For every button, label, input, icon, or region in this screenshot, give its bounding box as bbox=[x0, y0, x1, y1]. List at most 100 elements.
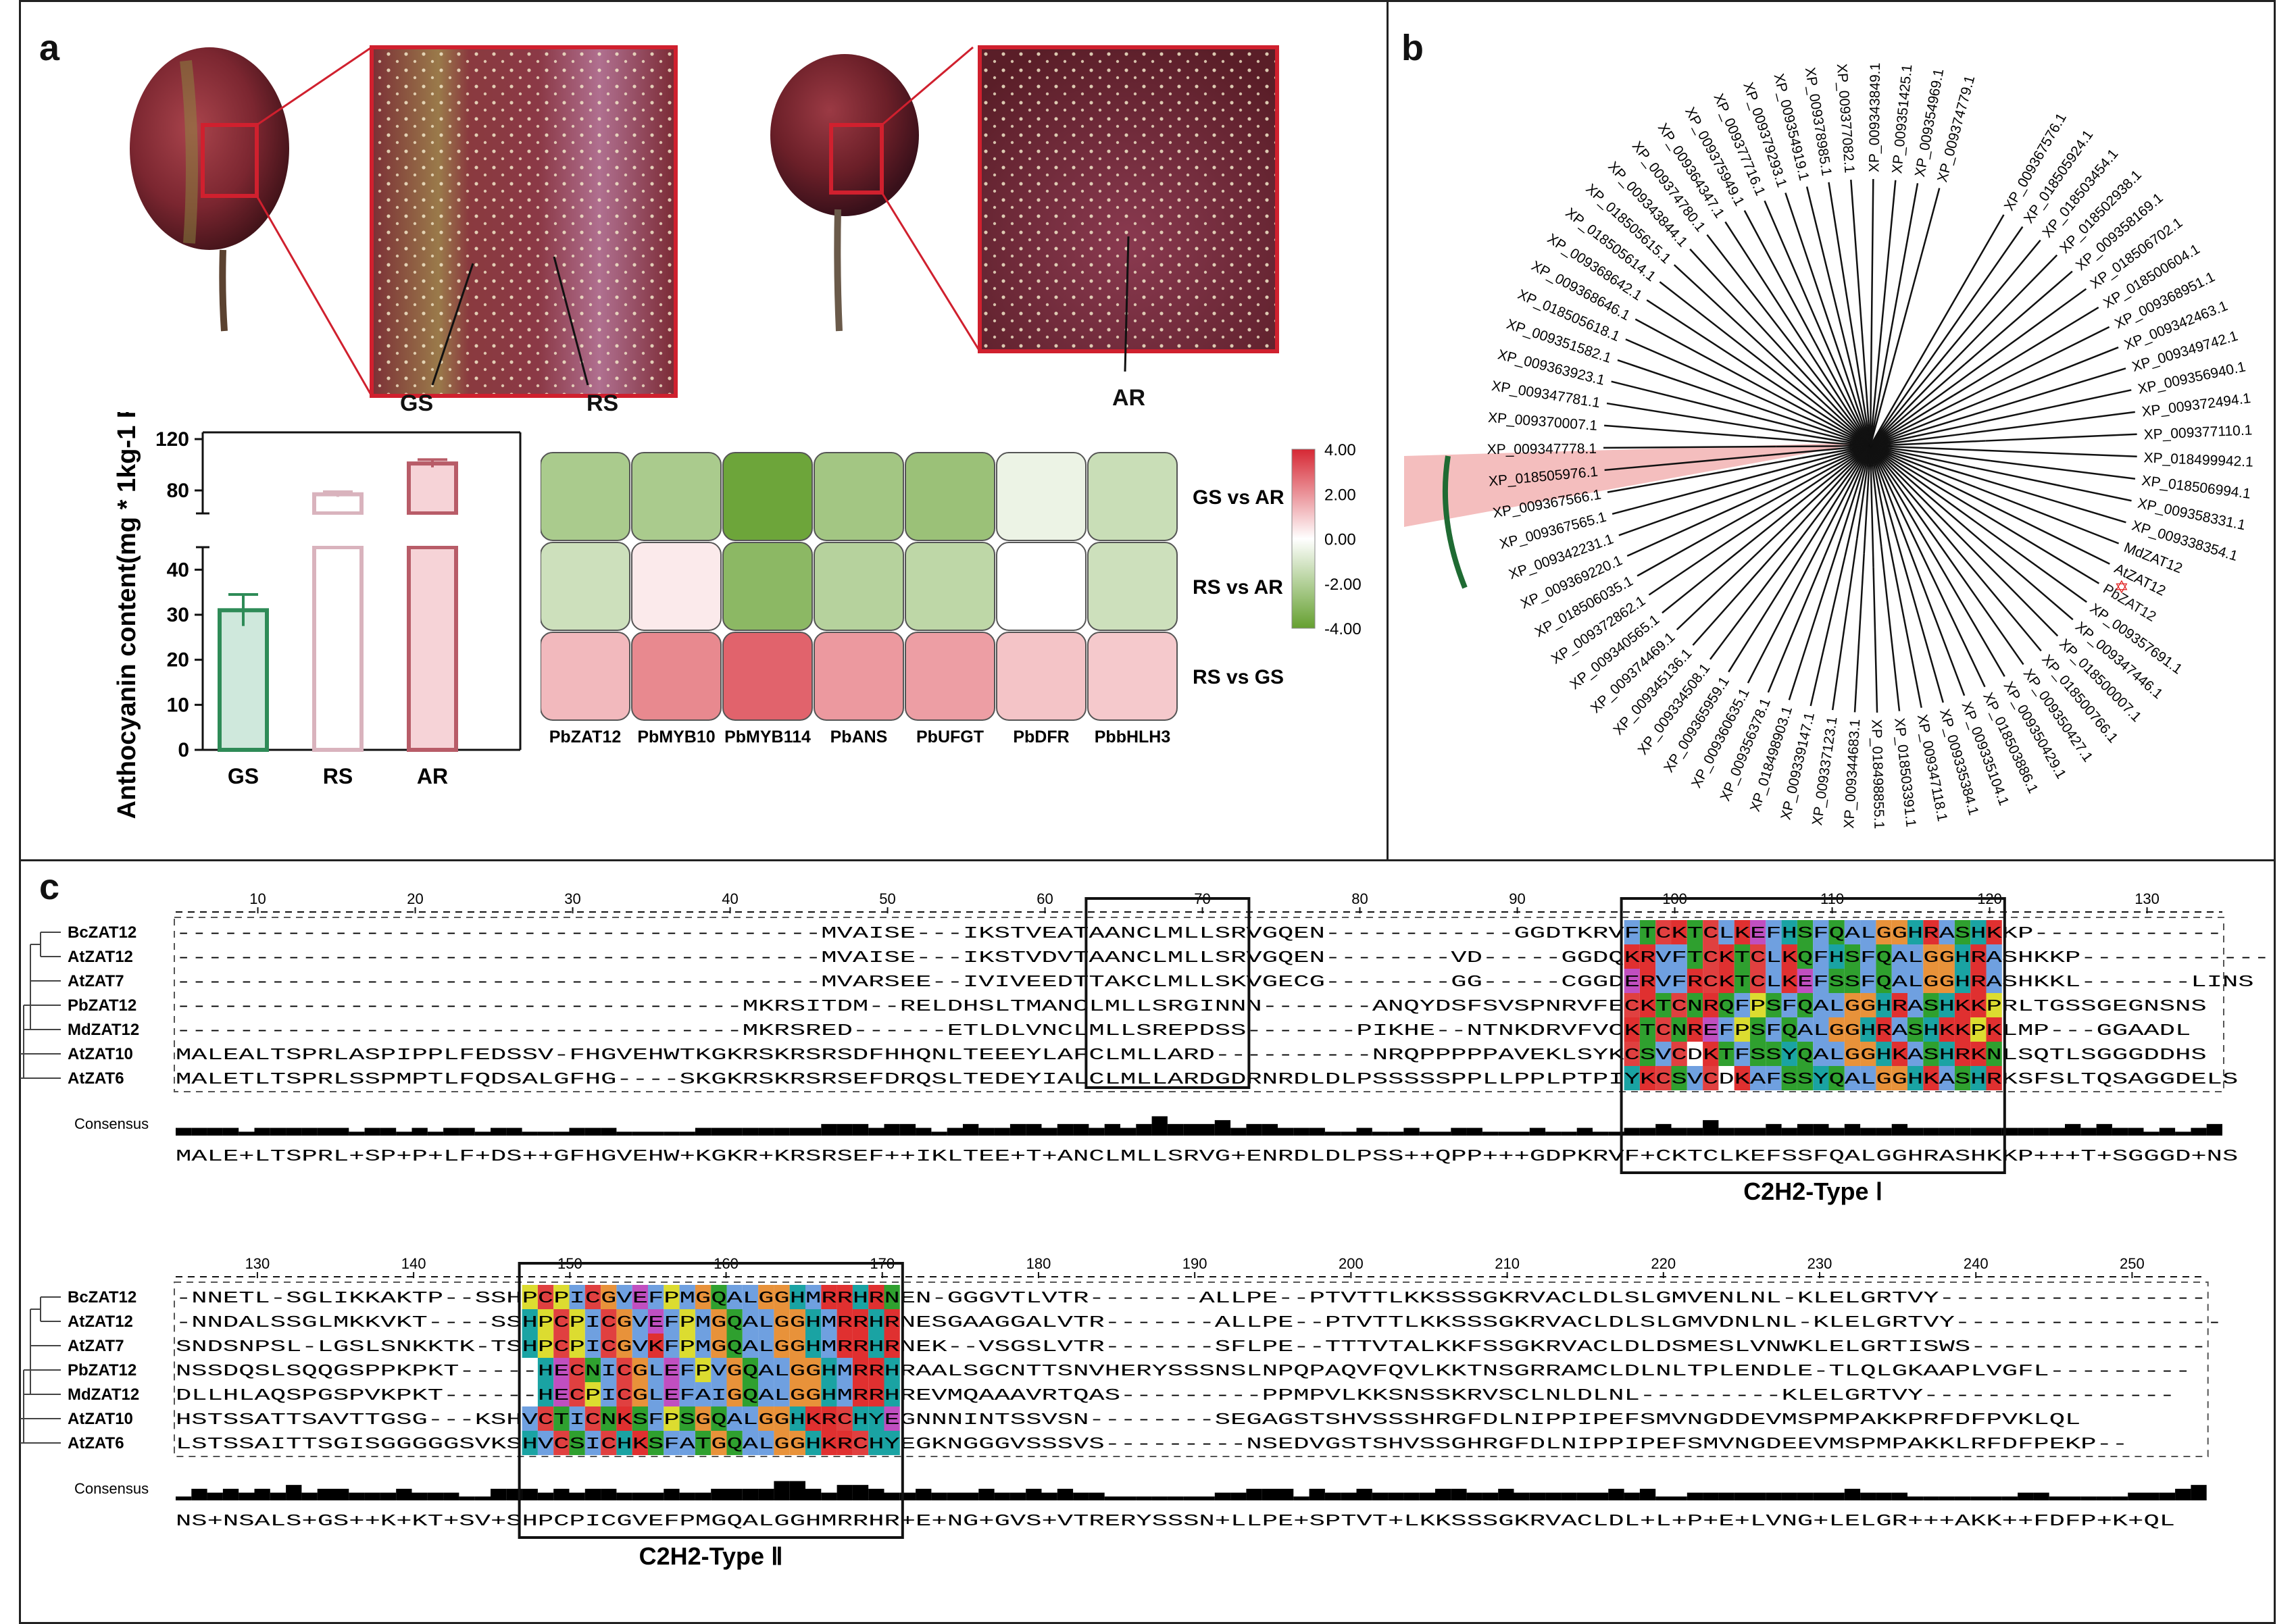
consensus-bar bbox=[1529, 1492, 1546, 1500]
consensus-bar bbox=[758, 1127, 774, 1136]
ruler-label: 230 bbox=[1807, 1255, 1832, 1272]
consensus-bar bbox=[616, 1132, 632, 1136]
residue-cell bbox=[1639, 1066, 1656, 1090]
residue-cell bbox=[726, 1382, 743, 1406]
residue-cell bbox=[1655, 1017, 1672, 1042]
sequence-name: AtZAT10 bbox=[68, 1410, 133, 1428]
consensus-bar bbox=[758, 1488, 774, 1500]
residue-cell bbox=[1639, 993, 1656, 1017]
ruler-label: 20 bbox=[407, 890, 423, 907]
star-marker-icon: ✡ bbox=[2114, 577, 2129, 597]
tree-branch bbox=[1830, 330, 1872, 447]
consensus-label: Consensus bbox=[74, 1480, 149, 1497]
heatmap-cell bbox=[814, 632, 904, 721]
residue-cell bbox=[805, 1285, 822, 1309]
consensus-bar bbox=[994, 1492, 1010, 1500]
consensus-bar bbox=[1278, 1127, 1294, 1136]
heatmap-cell bbox=[905, 452, 995, 541]
residue-cell bbox=[837, 1334, 853, 1358]
bar-upper bbox=[312, 492, 364, 515]
consensus-bar bbox=[1576, 1127, 1593, 1136]
residue-cell bbox=[569, 1406, 585, 1431]
residue-cell bbox=[742, 1406, 759, 1431]
residue-cell bbox=[868, 1431, 884, 1455]
tree-branch bbox=[1869, 326, 1883, 447]
residue-cell bbox=[742, 1382, 759, 1406]
residue-cell bbox=[774, 1406, 790, 1431]
ruler-label: 180 bbox=[1026, 1255, 1051, 1272]
residue-cell bbox=[711, 1431, 727, 1455]
consensus-bar bbox=[664, 1132, 680, 1136]
consensus-bar bbox=[537, 1492, 554, 1500]
residue-cell bbox=[1671, 1042, 1687, 1066]
tree-branch bbox=[1870, 445, 1976, 469]
sequence-name: AtZAT6 bbox=[68, 1434, 124, 1452]
consensus-bar bbox=[2033, 1127, 2049, 1136]
consensus-bar bbox=[2191, 1127, 2207, 1136]
consensus-bar bbox=[1593, 1132, 1609, 1136]
color-scale-tick: -4.00 bbox=[1324, 620, 1362, 638]
tree-branch bbox=[1943, 254, 2058, 372]
residue-cell bbox=[1891, 1042, 1907, 1066]
tree-branch bbox=[1603, 445, 1776, 449]
figure-outer-border bbox=[19, 0, 2276, 1624]
residue-cell bbox=[1939, 1042, 1955, 1066]
consensus-bar bbox=[1324, 1492, 1341, 1500]
consensus-bar bbox=[868, 1488, 884, 1500]
consensus-bar bbox=[947, 1492, 963, 1500]
residue-cell bbox=[1923, 944, 1939, 969]
residue-cell bbox=[1860, 944, 1876, 969]
residue-cell bbox=[679, 1406, 695, 1431]
sequence-name: MdZAT12 bbox=[68, 1021, 139, 1039]
tree-branch bbox=[1869, 347, 1928, 447]
residue-cell bbox=[584, 1431, 601, 1455]
tree-branch bbox=[1870, 409, 1989, 447]
consensus-bar bbox=[1734, 1127, 1750, 1136]
residue-cell bbox=[1718, 1017, 1735, 1042]
motif-box bbox=[1084, 897, 1251, 1089]
tree-branch bbox=[1985, 433, 2137, 442]
consensus-bar bbox=[349, 1492, 365, 1500]
consensus-bar bbox=[1718, 1492, 1735, 1500]
tree-branch bbox=[1990, 459, 2136, 480]
residue-cell bbox=[774, 1309, 790, 1334]
consensus-bar bbox=[286, 1127, 302, 1136]
residue-cell bbox=[648, 1382, 664, 1406]
residue-cell bbox=[1671, 969, 1687, 993]
consensus-bar bbox=[1151, 1496, 1168, 1500]
residue-cell bbox=[1734, 920, 1750, 944]
residue-cell bbox=[1797, 993, 1814, 1017]
consensus-bar bbox=[1356, 1127, 1372, 1136]
residue-cell bbox=[789, 1309, 805, 1334]
residue-cell bbox=[1923, 969, 1939, 993]
residue-cell bbox=[695, 1431, 712, 1455]
sequence-name: AtZAT7 bbox=[68, 1337, 124, 1355]
sequence-name: BcZAT12 bbox=[68, 1288, 136, 1306]
residue-cell bbox=[1813, 920, 1829, 944]
consensus-label: Consensus bbox=[74, 1115, 149, 1132]
residue-cell bbox=[1907, 1017, 1924, 1042]
consensus-bar bbox=[1766, 1492, 1782, 1500]
tree-branch bbox=[1828, 351, 1872, 447]
ruler-label: 10 bbox=[249, 890, 266, 907]
consensus-bar bbox=[1639, 1127, 1656, 1136]
sequence-residues: MALEALTSPRLASPIPPLFEDSSV-FHGVEHWTKGKRSKR… bbox=[176, 1046, 2207, 1065]
heatmap-col-label: PbMYB114 bbox=[724, 728, 811, 746]
consensus-bar bbox=[506, 1127, 522, 1136]
consensus-bar bbox=[270, 1492, 286, 1500]
consensus-bar bbox=[994, 1127, 1010, 1136]
consensus-bar bbox=[1671, 1496, 1687, 1500]
consensus-bar bbox=[1986, 1127, 2002, 1136]
consensus-bar bbox=[459, 1496, 475, 1500]
tree-branch bbox=[1870, 445, 1973, 509]
residue-cell bbox=[522, 1309, 538, 1334]
residue-cell bbox=[868, 1285, 884, 1309]
phylogenetic-tree: XP_009374779.1XP_009354969.1XP_009351425… bbox=[1404, 63, 2253, 829]
consensus-bar bbox=[711, 1127, 727, 1136]
tree-branch bbox=[1870, 432, 1966, 447]
consensus-bar bbox=[1939, 1496, 1955, 1500]
consensus-bar bbox=[1923, 1127, 1939, 1136]
tree-branch bbox=[1974, 326, 2110, 395]
residue-cell bbox=[569, 1382, 585, 1406]
consensus-bar bbox=[333, 1127, 349, 1136]
